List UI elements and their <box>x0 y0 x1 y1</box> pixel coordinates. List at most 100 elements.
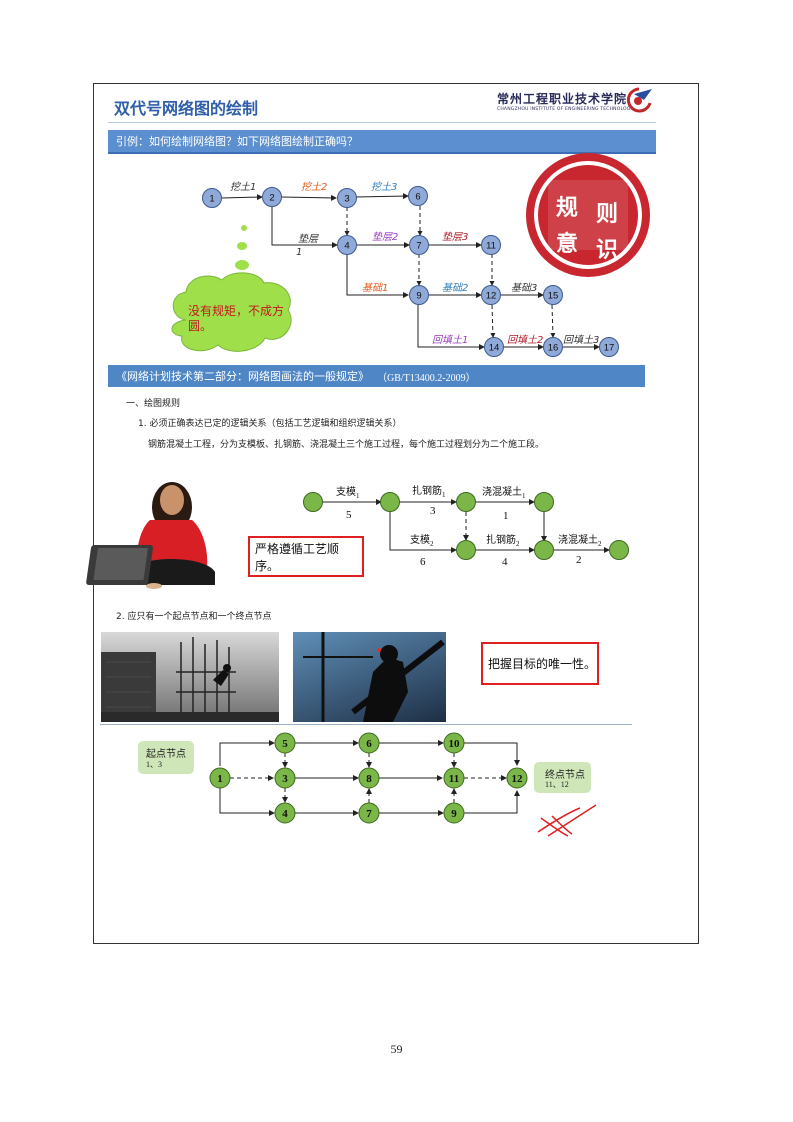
start-node-box-title: 起点节点 <box>146 749 186 760</box>
rule-2: 2. 应只有一个起点节点和一个终点节点 <box>116 612 272 622</box>
unique-goal-callout-text: 把握目标的唯一性。 <box>488 657 597 671</box>
node-10-label: 10 <box>449 738 461 750</box>
standard-banner: 《网络计划技术第二部分：网络图画法的一般规定》 （GB/T13400.2-200… <box>108 365 645 387</box>
rule-1-description: 钢筋混凝土工程，分为支模板、扎钢筋、浇混凝土三个施工过程，每个施工过程划分为二个… <box>148 440 545 450</box>
example-banner: 引例：如何绘制网络图？如下网络图绘制正确吗？ <box>108 130 656 154</box>
node-7 <box>409 235 429 255</box>
node-2-label: 2 <box>269 193 274 204</box>
node-1-label: 1 <box>217 773 223 785</box>
page-number: 59 <box>390 1042 403 1056</box>
node-2 <box>262 187 282 207</box>
cloud-callout <box>171 225 292 352</box>
arrow-label: 垫层3 <box>442 231 468 243</box>
node-3-label: 3 <box>344 194 349 205</box>
node-6 <box>408 186 428 206</box>
rule-1: 1. 必须正确表达已定的逻辑关系（包括工艺逻辑和组织逻辑关系） <box>138 419 402 429</box>
node-14-label: 14 <box>489 343 500 354</box>
node-11-label: 11 <box>449 773 459 785</box>
school-logo-icon <box>626 87 652 113</box>
node-15 <box>543 285 563 305</box>
page-frame <box>93 83 699 944</box>
node-4-label: 4 <box>282 808 288 820</box>
node-3-label: 3 <box>282 773 288 785</box>
end-node-box-sub: 11、12 <box>545 780 569 789</box>
standard-banner-title: 《网络计划技术第二部分：网络图画法的一般规定》 <box>116 370 369 383</box>
node-9 <box>409 285 429 305</box>
end-node-box-title: 终点节点 <box>545 770 585 781</box>
construction-photo-2 <box>293 632 446 722</box>
activity-duration: 6 <box>420 556 426 568</box>
arrow-label: 1 <box>296 247 302 258</box>
construction-photo-1 <box>101 632 279 722</box>
node-15-label: 15 <box>548 291 559 302</box>
cloud-text: 没有规矩，不成方圆。 <box>188 304 285 333</box>
activity-duration: 3 <box>430 505 436 517</box>
cross-mark-icon <box>537 804 597 837</box>
stamp-char: 规 <box>556 195 579 221</box>
process-order-callout-text: 严格遵循工艺顺序。 <box>255 541 340 573</box>
arrow-label: 挖土2 <box>301 181 327 193</box>
start-node-box <box>138 741 194 774</box>
section-divider <box>100 724 632 725</box>
node-11 <box>443 767 465 789</box>
node-16 <box>543 337 563 357</box>
rule-awareness-stamp <box>526 153 650 277</box>
activity-label: 支模2 <box>410 534 434 548</box>
node-3 <box>337 188 357 208</box>
node-6 <box>358 732 380 754</box>
node-12 <box>506 767 528 789</box>
arrow-label: 回填土2 <box>507 334 543 346</box>
activity-duration: 2 <box>576 554 582 566</box>
node-1-label: 1 <box>209 194 214 205</box>
node-12-label: 12 <box>512 773 524 785</box>
arrow-label: 回填土1 <box>432 334 468 346</box>
node-1 <box>202 188 222 208</box>
page-title: 双代号网络图的绘制 <box>114 99 259 118</box>
school-logo-text: 常州工程职业技术学院 <box>497 92 628 106</box>
node-5-label: 5 <box>282 738 288 750</box>
arrow-label: 基础1 <box>362 282 388 294</box>
node-5 <box>274 732 296 754</box>
example-banner-text: 引例：如何绘制网络图？如下网络图绘制正确吗？ <box>116 135 358 148</box>
node-12-label: 12 <box>486 291 497 302</box>
rules-heading: 一、绘图规则 <box>126 399 181 409</box>
arrow-label: 基础3 <box>511 282 537 294</box>
node-11-label: 11 <box>486 241 496 252</box>
activity-label: 浇混凝土1 <box>482 485 526 500</box>
node-14 <box>484 337 504 357</box>
process-node <box>456 540 476 560</box>
activity-duration: 4 <box>502 556 508 568</box>
node-11 <box>481 235 501 255</box>
stamp-char: 识 <box>596 237 619 263</box>
node-12 <box>481 285 501 305</box>
node-17-label: 17 <box>604 343 615 354</box>
arrow-label: 垫层2 <box>372 231 398 243</box>
node-9 <box>443 802 465 824</box>
process-node <box>456 492 476 512</box>
node-8-label: 8 <box>366 773 372 785</box>
process-node <box>609 540 629 560</box>
node-16-label: 16 <box>548 343 559 354</box>
node-7 <box>358 802 380 824</box>
header-divider <box>108 122 656 123</box>
node-4-label: 4 <box>344 241 349 252</box>
arrow-label: 挖土1 <box>230 181 256 193</box>
node-4 <box>274 802 296 824</box>
process-order-callout: 严格遵循工艺顺序。 <box>248 536 364 577</box>
node-10 <box>443 732 465 754</box>
standard-code: （GB/T13400.2-2009） <box>377 372 476 384</box>
arrow-label: 挖土3 <box>371 181 397 193</box>
start-node-box-sub: 1、3 <box>146 760 162 769</box>
node-4 <box>337 235 357 255</box>
stamp-char: 则 <box>596 201 619 227</box>
activity-duration: 5 <box>346 509 352 521</box>
node-1 <box>209 767 231 789</box>
arrow-label: 回填土3 <box>563 334 599 346</box>
activity-label: 扎钢筋2 <box>486 533 520 548</box>
arrow-label: 垫层 <box>298 233 319 245</box>
activity-label: 扎钢筋1 <box>412 484 446 499</box>
